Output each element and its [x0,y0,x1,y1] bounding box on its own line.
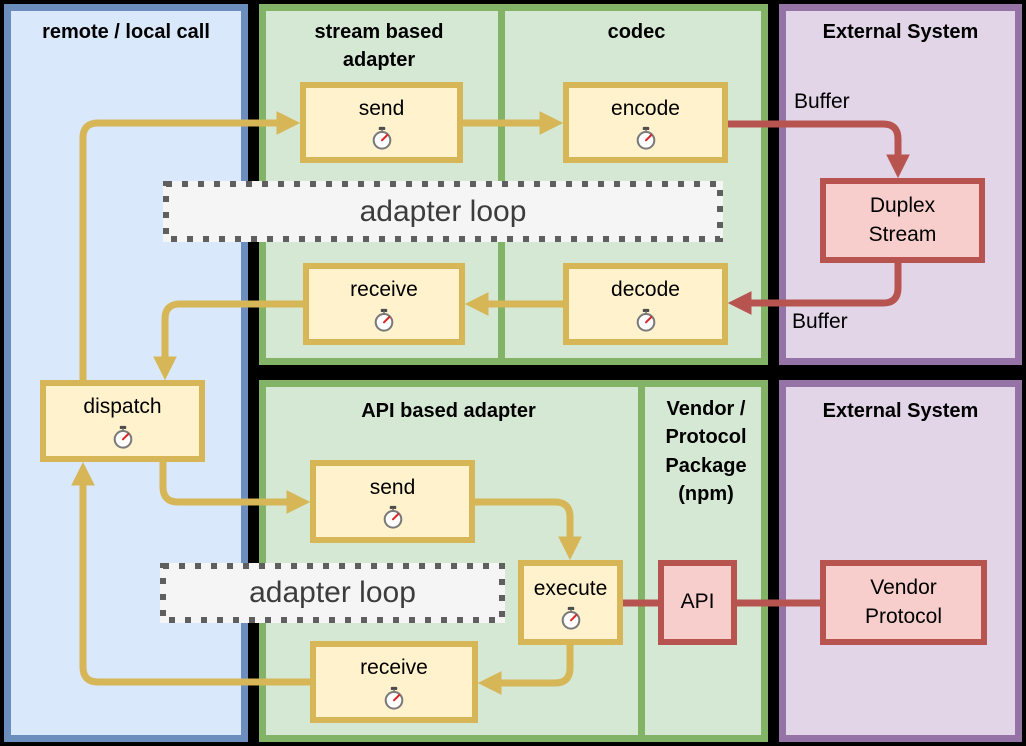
node-execute: execute [518,560,623,645]
title-api-adapter: API based adapter [361,400,536,422]
timer-icon [383,506,402,529]
node-label: Duplex Stream [868,194,937,246]
node-label: send [358,96,405,120]
node-label: decode [611,278,680,302]
dotted-border [163,181,723,242]
node-send-bottom: send [310,460,475,543]
node-label: Vendor Protocol [864,576,943,628]
title-remote-local-call: remote / local call [42,21,210,43]
node-label: send [369,475,416,499]
node-receive-bottom: receive [310,641,478,723]
node-send-top: send [300,82,463,163]
node-label: API [680,590,715,614]
panel-remote-local-call [4,4,248,742]
timer-icon [374,308,394,332]
node-api: API [658,560,737,645]
title-vendor-package: Vendor / Protocol Package (npm) [665,398,747,506]
node-label: dispatch [83,395,162,419]
title-external-system-bottom: External System [822,400,979,422]
node-decode: decode [563,263,728,345]
divider-api-vendor [638,380,645,742]
node-encode: encode [563,82,728,163]
timer-icon [636,308,655,332]
node-vendor-protocol: Vendor Protocol [820,560,987,645]
timer-icon [372,127,391,150]
dotted-border [160,563,505,623]
node-label: receive [360,656,428,680]
node-label: receive [350,278,418,302]
timer-icon [636,127,655,150]
node-label: execute [533,576,608,600]
adapter-loop-top: adapter loop [163,181,723,242]
label-buffer-bottom: Buffer [792,310,848,333]
node-label: encode [611,96,680,120]
title-stream-adapter: stream based adapter [314,21,444,72]
node-dispatch: dispatch [40,380,205,462]
timer-icon [384,686,404,710]
adapter-loop-label: adapter loop [359,194,527,228]
title-external-system-top: External System [822,21,979,43]
node-receive-top: receive [303,263,465,345]
timer-icon [561,607,580,630]
adapter-loop-label: adapter loop [249,576,416,609]
node-duplex-stream: Duplex Stream [820,178,985,263]
adapter-loop-bottom: adapter loop [160,563,505,623]
timer-icon [113,425,132,449]
title-codec: codec [607,21,666,43]
label-buffer-top: Buffer [794,90,850,113]
